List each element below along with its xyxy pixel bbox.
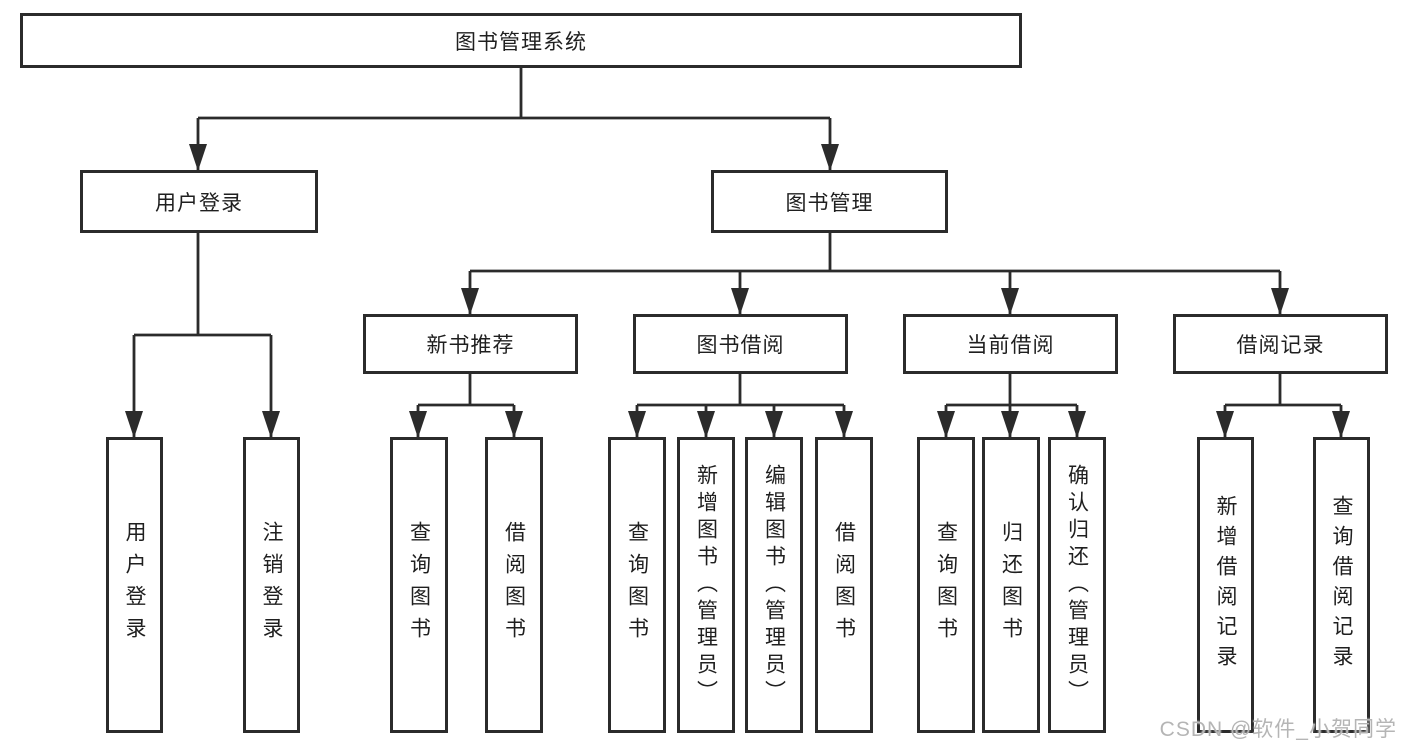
leaf-add-books-admin-label: 新增图书（管理员）	[694, 463, 718, 707]
node-user-login-label: 用户登录	[155, 191, 243, 215]
node-new-book-recommend-label: 新书推荐	[426, 334, 515, 357]
leaf-edit-books-admin: 编辑图书（管理员）	[745, 437, 803, 733]
leaf-borrow-books-1: 借阅图书	[485, 437, 543, 733]
node-user-login: 用户登录	[80, 170, 318, 233]
node-book-management-label: 图书管理	[785, 191, 874, 215]
watermark: CSDN @软件_小贺同学	[1159, 718, 1397, 741]
leaf-edit-books-admin-label: 编辑图书（管理员）	[762, 463, 786, 707]
leaf-return-books: 归还图书	[982, 437, 1040, 733]
leaf-query-books-1: 查询图书	[390, 437, 448, 733]
leaf-user-login-label: 用户登录	[123, 521, 146, 649]
leaf-borrow-books-2: 借阅图书	[815, 437, 873, 733]
node-root-label: 图书管理系统	[455, 30, 587, 54]
node-borrow-records-label: 借阅记录	[1236, 334, 1325, 357]
leaf-add-borrow-record-label: 新增借阅记录	[1214, 495, 1237, 675]
node-book-management: 图书管理	[711, 170, 948, 233]
node-book-borrow: 图书借阅	[633, 314, 848, 374]
leaf-add-books-admin: 新增图书（管理员）	[677, 437, 735, 733]
leaf-query-books-2-label: 查询图书	[625, 521, 649, 649]
leaf-return-books-label: 归还图书	[999, 521, 1023, 649]
node-root: 图书管理系统	[20, 13, 1022, 68]
leaf-query-books-2: 查询图书	[608, 437, 666, 733]
leaf-logout-login: 注销登录	[243, 437, 300, 733]
leaf-borrow-books-1-label: 借阅图书	[502, 521, 526, 649]
leaf-query-borrow-record-label: 查询借阅记录	[1330, 495, 1353, 675]
leaf-confirm-return-admin: 确认归还（管理员）	[1048, 437, 1106, 733]
node-borrow-records: 借阅记录	[1173, 314, 1388, 374]
leaf-user-login: 用户登录	[106, 437, 163, 733]
leaf-logout-login-label: 注销登录	[260, 521, 283, 649]
leaf-borrow-books-2-label: 借阅图书	[832, 521, 856, 649]
leaf-query-books-3: 查询图书	[917, 437, 975, 733]
node-current-borrow-label: 当前借阅	[966, 334, 1055, 357]
leaf-confirm-return-admin-label: 确认归还（管理员）	[1065, 463, 1089, 707]
leaf-query-books-3-label: 查询图书	[934, 521, 958, 649]
node-book-borrow-label: 图书借阅	[696, 334, 785, 357]
leaf-query-books-1-label: 查询图书	[407, 521, 431, 649]
node-new-book-recommend: 新书推荐	[363, 314, 578, 374]
leaf-add-borrow-record: 新增借阅记录	[1197, 437, 1254, 733]
node-current-borrow: 当前借阅	[903, 314, 1118, 374]
leaf-query-borrow-record: 查询借阅记录	[1313, 437, 1370, 733]
